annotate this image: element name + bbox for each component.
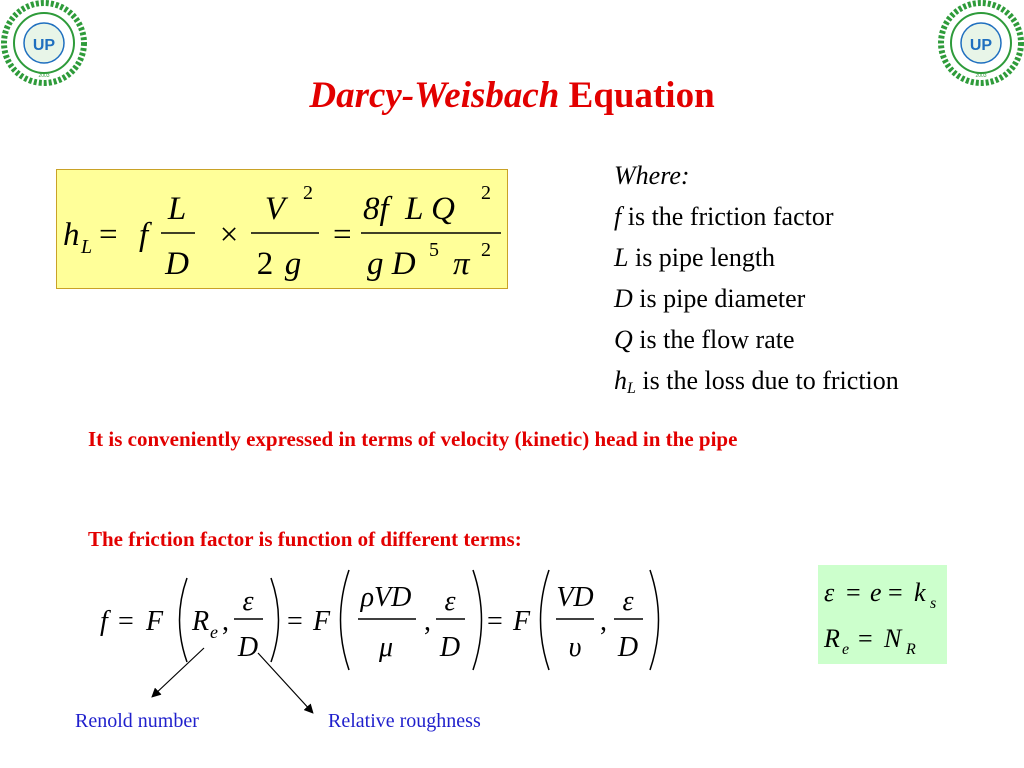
logo-text: UP <box>33 37 56 54</box>
page-title: Darcy-Weisbach Equation <box>0 74 1024 117</box>
svg-text:,: , <box>424 606 431 637</box>
variable-definitions: Where: f is the friction factor L is pip… <box>614 155 899 409</box>
svg-text:ε: ε <box>242 586 253 617</box>
eq-frac3-den-pi: π <box>453 246 471 282</box>
eq-frac2-den-2: 2 <box>257 246 274 282</box>
svg-text:F: F <box>312 606 331 637</box>
eq-frac3-den: g D <box>367 246 416 282</box>
arrow-to-renold <box>151 647 205 698</box>
university-logo-right: UP 2003 <box>938 0 1024 86</box>
svg-text:e: e <box>210 622 218 642</box>
logo-text: UP <box>970 37 993 54</box>
svg-text:=: = <box>287 606 303 637</box>
svg-text:ρVD: ρVD <box>360 582 412 613</box>
friction-factor-statement: The friction factor is function of diffe… <box>88 527 522 551</box>
svg-text:D: D <box>237 632 258 663</box>
svg-text:,: , <box>600 606 607 637</box>
logo-year: 2003 <box>38 73 49 79</box>
eq-equals-2: = <box>333 217 352 253</box>
eq-times: × <box>220 217 239 253</box>
svg-text:e: e <box>870 578 882 607</box>
title-rest: Equation <box>559 75 715 116</box>
eq-frac2-exp: 2 <box>303 182 313 204</box>
eq-frac2-den-g: g <box>285 246 302 282</box>
svg-text:k: k <box>914 578 926 607</box>
eq-frac3-den-exp1: 5 <box>429 239 439 261</box>
logo-year: 2003 <box>975 73 986 79</box>
svg-text:s: s <box>930 595 936 612</box>
velocity-head-statement: It is conveniently expressed in terms of… <box>88 427 738 451</box>
eq-frac3-num: 8f L Q <box>363 191 455 227</box>
eq-frac3-num-exp: 2 <box>481 182 491 204</box>
friction-factor-equation: f = F R e , ε D = F ρVD μ , ε D = F VD υ… <box>88 568 688 683</box>
svg-text:=: = <box>487 606 503 637</box>
relative-roughness-label: Relative roughness <box>328 710 481 732</box>
eq-frac1-den: D <box>164 246 189 282</box>
definition-L: L is pipe length <box>614 243 776 272</box>
svg-text:R: R <box>905 641 916 658</box>
svg-text:D: D <box>439 632 460 663</box>
definition-hL: hL is the loss due to friction <box>614 366 899 397</box>
svg-text:μ: μ <box>378 632 393 663</box>
eq-frac3-den-exp2: 2 <box>481 239 491 261</box>
eq-frac1-num: L <box>167 191 186 227</box>
darcy-weisbach-equation-box: h L = f L D × V 2 2 g = 8f L Q 2 g D 5 π… <box>56 169 508 289</box>
svg-text:ε: ε <box>824 578 835 607</box>
eq-equals-1: = <box>99 217 118 253</box>
definition-D: D is pipe diameter <box>614 284 806 313</box>
title-italic: Darcy-Weisbach <box>309 75 560 116</box>
svg-text:ε: ε <box>622 586 633 617</box>
svg-text:D: D <box>617 632 638 663</box>
svg-text:f: f <box>100 606 111 637</box>
where-heading: Where: <box>614 161 690 190</box>
definition-f: f is the friction factor <box>614 202 834 231</box>
roughness-reynolds-box: ε = e = k s R e = N R <box>818 565 947 664</box>
svg-text:F: F <box>512 606 531 637</box>
svg-text:=: = <box>118 606 134 637</box>
svg-text:N: N <box>883 624 903 653</box>
svg-text:=: = <box>888 578 903 607</box>
svg-text:R: R <box>823 624 840 653</box>
svg-text:R: R <box>191 606 209 637</box>
svg-text:=: = <box>846 578 861 607</box>
university-logo-left: UP 2003 <box>1 0 87 86</box>
eq-h-sub: L <box>80 236 92 258</box>
eq-frac2-num: V <box>265 191 289 227</box>
svg-text:=: = <box>858 624 873 653</box>
svg-text:VD: VD <box>556 582 593 613</box>
eq-h: h <box>63 217 80 253</box>
svg-text:e: e <box>842 641 849 658</box>
svg-text:ε: ε <box>444 586 455 617</box>
arrow-to-roughness <box>257 652 314 714</box>
svg-text:F: F <box>145 606 164 637</box>
svg-text:υ: υ <box>569 632 582 663</box>
renold-number-label: Renold number <box>75 710 199 732</box>
svg-text:,: , <box>222 606 229 637</box>
definition-Q: Q is the flow rate <box>614 325 795 354</box>
